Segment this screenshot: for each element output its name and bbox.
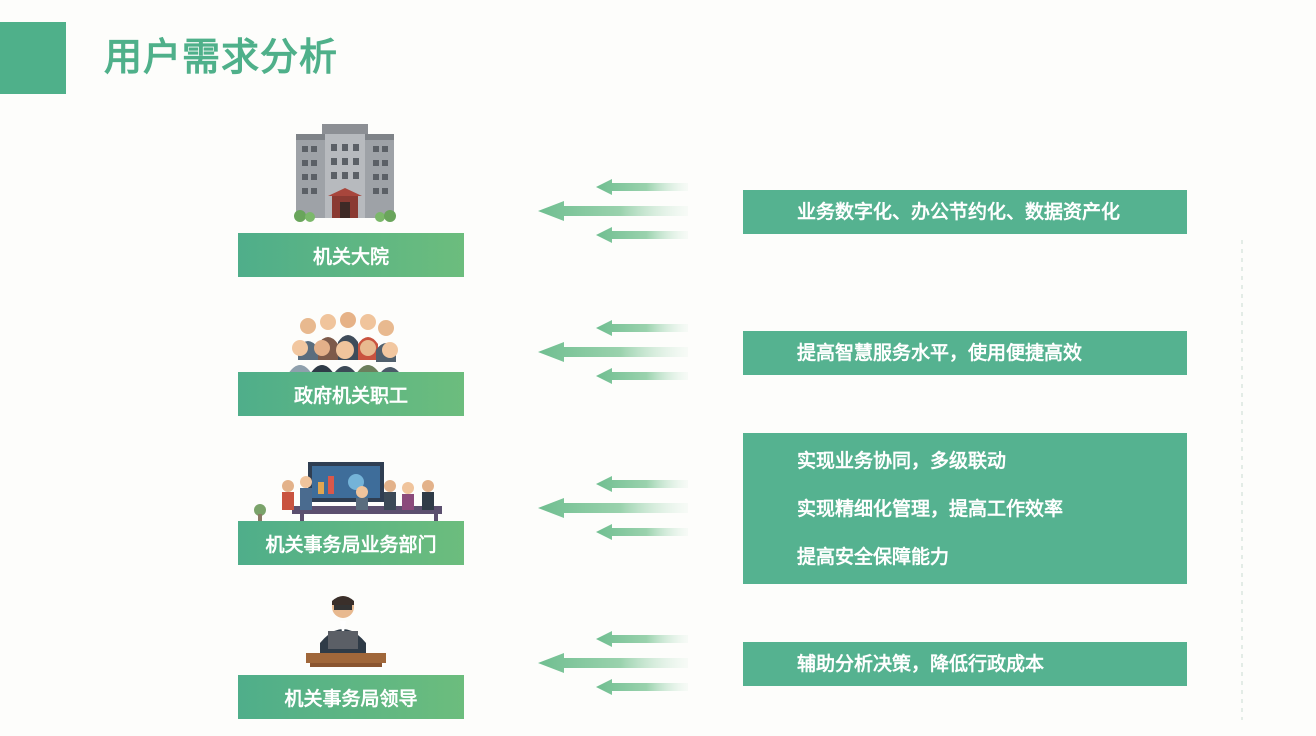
need-text: 提高安全保障能力 — [797, 545, 950, 568]
need-box-business-department: 实现业务协同，多级联动 实现精细化管理，提高工作效率 提高安全保障能力 — [743, 433, 1187, 584]
need-text: 实现精细化管理，提高工作效率 — [797, 497, 1064, 520]
need-text: 业务数字化、办公节约化、数据资产化 — [797, 201, 1121, 223]
need-box-bureau-leader: 辅助分析决策，降低行政成本 — [743, 642, 1187, 686]
page-title: 用户需求分析 — [104, 35, 339, 79]
left-arrows-icon — [538, 320, 688, 384]
right-edge-divider — [1241, 240, 1243, 720]
need-box-office-compound: 业务数字化、办公节约化、数据资产化 — [743, 190, 1187, 234]
need-box-government-staff: 提高智慧服务水平，使用便捷高效 — [743, 331, 1187, 375]
label-office-compound: 机关大院 — [238, 233, 464, 277]
leader-podium-icon — [306, 596, 386, 667]
label-bureau-leader: 机关事务局领导 — [238, 675, 464, 719]
meeting-room-icon — [254, 462, 442, 530]
left-arrows-icon — [538, 476, 688, 540]
office-building-icon — [294, 124, 396, 222]
need-text: 辅助分析决策，降低行政成本 — [797, 653, 1045, 675]
title-accent-block — [0, 22, 66, 94]
need-text: 提高智慧服务水平，使用便捷高效 — [797, 342, 1083, 364]
left-arrows-icon — [538, 631, 688, 695]
need-text: 实现业务协同，多级联动 — [797, 449, 1007, 472]
label-government-staff: 政府机关职工 — [238, 372, 464, 416]
label-business-department: 机关事务局业务部门 — [238, 521, 464, 565]
left-arrows-icon — [538, 179, 688, 243]
